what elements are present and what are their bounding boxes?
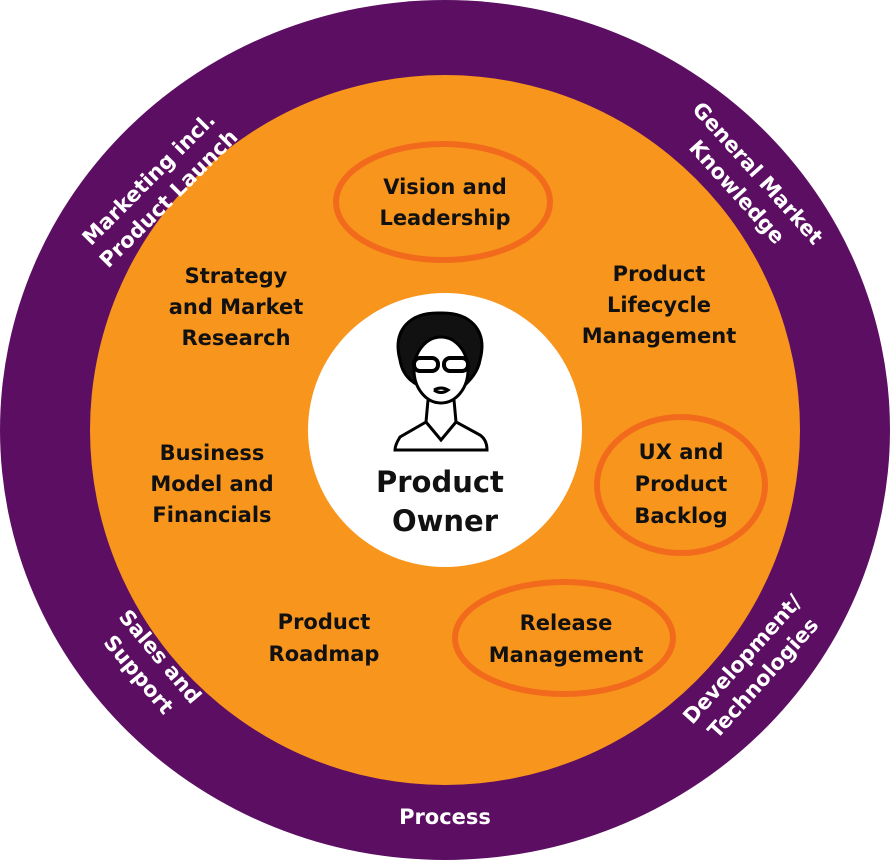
highlight-vision [333,141,553,263]
center-label: Product Owner [376,465,514,538]
label-process: Process [399,805,491,829]
highlight-release [452,579,676,697]
highlight-ux [594,414,768,556]
center-circle [308,293,582,567]
woman-portrait-icon [393,311,489,452]
